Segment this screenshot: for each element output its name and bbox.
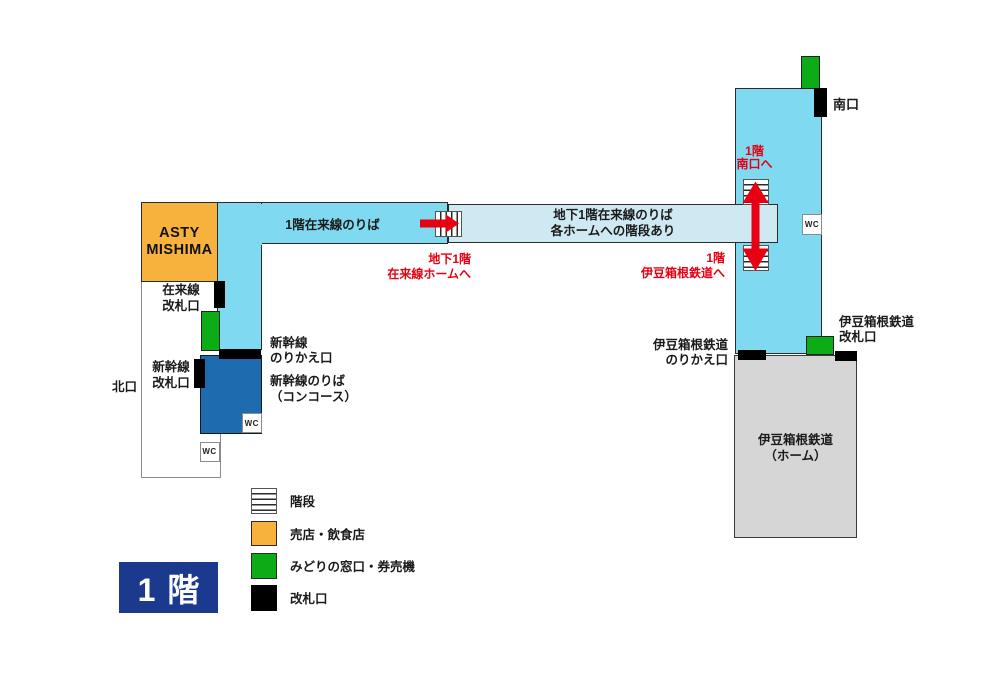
ticket-office-icon xyxy=(201,311,220,351)
izuhakone-transfer-gate-icon xyxy=(737,349,766,360)
south-exit-gate-icon xyxy=(814,88,827,117)
shinkansen-transfer-gate-icon xyxy=(219,349,261,359)
local-line-area-label: 1階在来線のりば xyxy=(285,217,380,232)
legend-item-stairs: 階段 xyxy=(250,488,316,514)
shop-icon xyxy=(250,520,277,546)
local-line-gate-label: 在来線 改札口 xyxy=(162,283,200,313)
south-exit-label: 南口 xyxy=(833,97,860,112)
shinkansen-concourse-area xyxy=(200,355,262,434)
izuhakone-gate-label: 伊豆箱根鉄道 改札口 xyxy=(839,314,915,345)
izuhakone-platform-area xyxy=(733,354,857,538)
asty-label-line2: MISHIMA xyxy=(146,242,213,258)
wc-icon: WC xyxy=(802,214,822,235)
stairs-icon xyxy=(250,488,277,514)
legend-label-gate: 改札口 xyxy=(290,592,328,607)
north-exit-label: 北口 xyxy=(111,379,137,394)
asty-label-line1: ASTY xyxy=(159,225,200,241)
gate-icon xyxy=(250,585,277,611)
ticket-office-icon xyxy=(806,336,834,355)
direction-to-izuhakone: 1階 伊豆箱根鉄道へ xyxy=(640,251,725,280)
ticket-office-icon xyxy=(250,553,277,579)
direction-to-local-line-home: 地下1階 在来線ホームへ xyxy=(387,252,471,281)
asty-mishima-building: ASTY MISHIMA xyxy=(141,202,218,282)
izuhakone-platform-label: 伊豆箱根鉄道 （ホーム） xyxy=(757,433,833,463)
wc-icon: WC xyxy=(241,413,262,433)
wc-icon: WC xyxy=(199,441,220,462)
concourse-corner-patch xyxy=(218,203,262,245)
ticket-office-icon xyxy=(801,56,820,89)
legend-label-shop: 売店・飲食店 xyxy=(290,527,366,542)
legend-item-ticket-office: みどりの窓口・券売機 xyxy=(250,553,416,579)
stairs-icon-to-south-exit xyxy=(742,179,769,205)
legend-label-ticket-office: みどりの窓口・券売機 xyxy=(290,560,416,575)
corridor-label: 地下1階在来線のりば 各ホームへの階段あり xyxy=(550,208,676,239)
legend-label-stairs: 階段 xyxy=(290,495,316,510)
legend-item-shop: 売店・飲食店 xyxy=(250,520,366,546)
izuhakone-gate-icon xyxy=(835,351,857,361)
floor-title: 1階 xyxy=(119,562,218,613)
direction-to-south-exit: 1階 南口へ xyxy=(736,143,773,171)
shinkansen-gate-icon xyxy=(194,359,205,388)
shinkansen-transfer-gate-label: 新幹線 のりかえ口 xyxy=(270,335,333,366)
shinkansen-platform-label: 新幹線のりば （コンコース） xyxy=(270,374,357,404)
stairs-icon-to-izuhakone xyxy=(742,245,769,271)
izuhakone-transfer-gate-label: 伊豆箱根鉄道 のりかえ口 xyxy=(652,337,728,368)
shinkansen-gate-label: 新幹線 改札口 xyxy=(152,360,190,390)
local-line-gate-icon xyxy=(214,281,225,308)
legend-item-gate: 改札口 xyxy=(250,585,328,611)
